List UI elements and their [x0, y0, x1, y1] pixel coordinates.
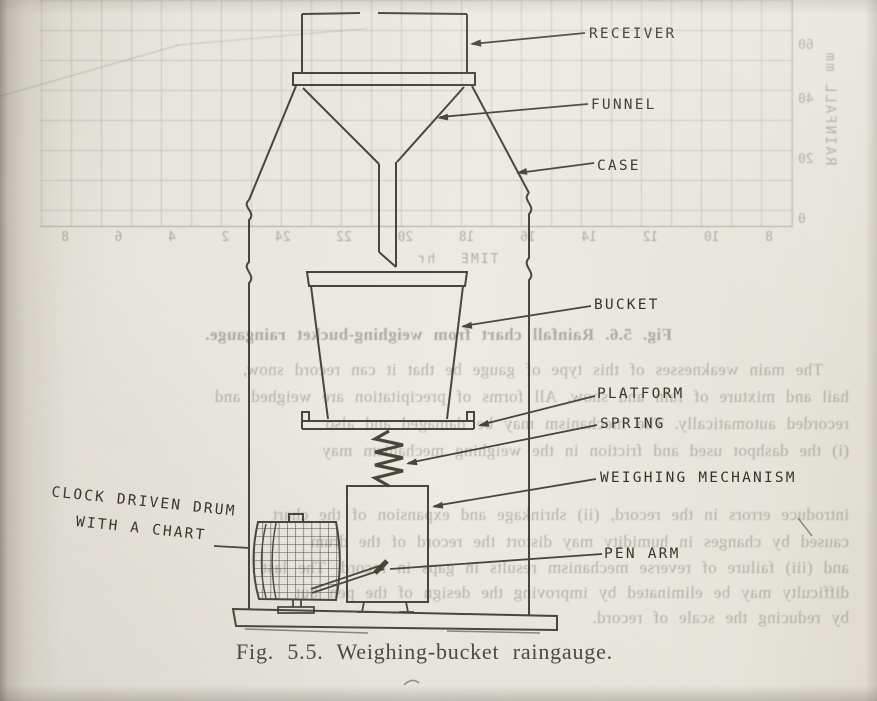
label-bucket: BUCKET [594, 297, 660, 313]
label-funnel: FUNNEL [591, 97, 657, 113]
label-spring: SPRING [600, 416, 666, 432]
label-receiver: RECEIVER [589, 26, 677, 42]
receiver-shape [301, 12, 468, 73]
receiver-flange-shape [292, 72, 476, 86]
spring-shape [370, 429, 404, 488]
weighing-box-shape [346, 485, 429, 613]
funnel-shape [302, 86, 465, 268]
bucket-shape [305, 271, 469, 420]
leader-lines [213, 32, 603, 570]
label-weighing-mechanism: WEIGHING MECHANISM [600, 470, 797, 486]
label-platform: PLATFORM [597, 386, 685, 402]
label-case: CASE [597, 158, 641, 174]
label-pen-arm: PEN ARM [604, 546, 681, 562]
clock-drum-shape [252, 513, 341, 614]
figure-caption: Fig. 5.5. Weighing-bucket raingauge. [236, 639, 613, 664]
